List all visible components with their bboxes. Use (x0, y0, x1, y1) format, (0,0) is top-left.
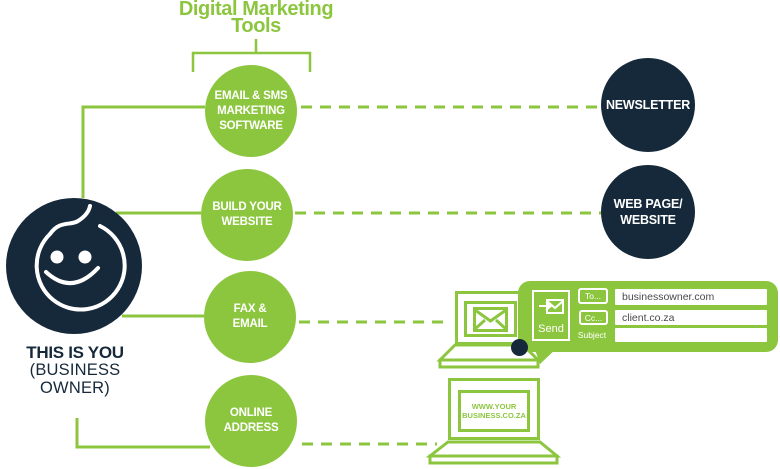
to-input-value: businessowner.com (622, 291, 715, 303)
business-owner-role-line1: (BUSINESS (29, 361, 121, 379)
tool-circle-email-sms-marketing-software: EMAIL & SMS MARKETING SOFTWARE (205, 65, 297, 157)
web-laptop-screen (448, 378, 540, 440)
tool-label-line: MARKETING (217, 104, 285, 117)
business-owner-role-line2: OWNER) (40, 379, 110, 397)
connector-dot (511, 339, 528, 356)
tool-label-line: EMAIL (232, 318, 268, 330)
subject-input[interactable] (615, 328, 767, 342)
connector-you-to-email-sms (81, 105, 205, 198)
tool-label-line: BUILD YOUR (212, 201, 282, 213)
output-circle-web-page-website: WEB PAGE/ WEBSITE (601, 165, 695, 259)
business-owner-label: THIS IS YOU (26, 343, 124, 362)
tool-circle-fax-email: FAX & EMAIL (204, 271, 296, 363)
envelope-icon (473, 306, 508, 332)
subject-field-label: Subject (577, 330, 607, 340)
fax-laptop-screen-inner (464, 301, 517, 337)
tool-label-line: EMAIL & SMS (214, 89, 288, 102)
email-compose-panel: Send To... businessowner.com Cc... clien… (518, 281, 778, 352)
cc-field-tag-label: Cc... (584, 312, 603, 323)
tool-label-line: SOFTWARE (219, 119, 283, 132)
page-title-line2: Tools (231, 15, 281, 37)
tool-label-line: ONLINE (229, 407, 273, 419)
cc-input[interactable]: client.co.za (615, 310, 767, 325)
fax-laptop-keyboard (436, 343, 542, 369)
website-url-line2: BUSINESS.CO.ZA (462, 411, 526, 420)
connector-you-to-online-address (75, 418, 210, 449)
output-label-line: NEWSLETTER (605, 98, 691, 112)
to-field-tag[interactable]: To... (578, 288, 608, 304)
web-laptop-screen-inner: WWW.YOUR BUSINESS.CO.ZA (458, 390, 530, 432)
send-button[interactable]: Send (532, 290, 570, 341)
cc-field-tag[interactable]: Cc... (579, 310, 608, 325)
send-envelope-icon (539, 299, 564, 314)
title-bracket (191, 39, 312, 72)
tool-label-line: WEBSITE (221, 216, 273, 228)
output-label-line: WEBSITE (620, 213, 676, 227)
tool-circle-online-address: ONLINE ADDRESS (205, 375, 297, 467)
tool-label-line: ADDRESS (223, 422, 279, 434)
tool-circle-build-your-website: BUILD YOUR WEBSITE (201, 169, 293, 261)
to-input[interactable]: businessowner.com (615, 289, 767, 305)
send-button-label: Send (538, 323, 564, 335)
output-label-line: WEB PAGE/ (613, 197, 683, 211)
smiley-face-icon (34, 204, 127, 312)
page-title-line1: Digital Marketing (178, 0, 334, 20)
business-owner-avatar (6, 198, 142, 334)
web-laptop-keyboard (425, 440, 562, 465)
website-url-line1: WWW.YOUR (471, 402, 517, 411)
to-field-tag-label: To... (584, 291, 602, 301)
page-title: Digital Marketing Tools (146, 0, 366, 37)
email-panel-tail (534, 347, 558, 364)
cc-input-value: client.co.za (622, 311, 675, 324)
tool-label-line: FAX & (233, 303, 267, 315)
output-circle-newsletter: NEWSLETTER (601, 58, 695, 152)
